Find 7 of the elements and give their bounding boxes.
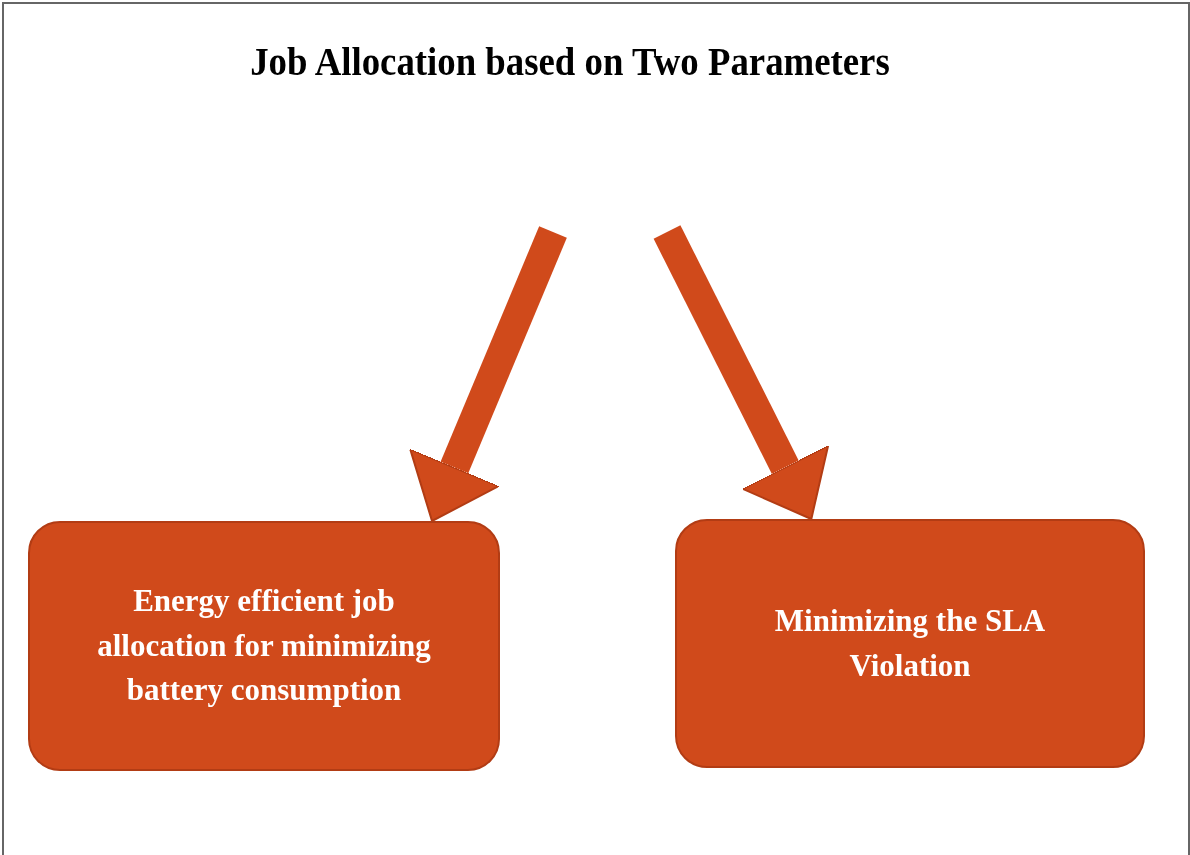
process-box	[28, 521, 500, 771]
block-arrow	[409, 226, 567, 522]
process-box	[675, 519, 1145, 768]
box-label: Energy efficient job allocation for minimizing battery consumption	[96, 581, 432, 710]
block-arrow	[653, 225, 830, 520]
box-label: Minimizing the SLA Violation	[773, 601, 1047, 685]
diagram-title: Job Allocation based on Two Parameters	[249, 38, 891, 85]
